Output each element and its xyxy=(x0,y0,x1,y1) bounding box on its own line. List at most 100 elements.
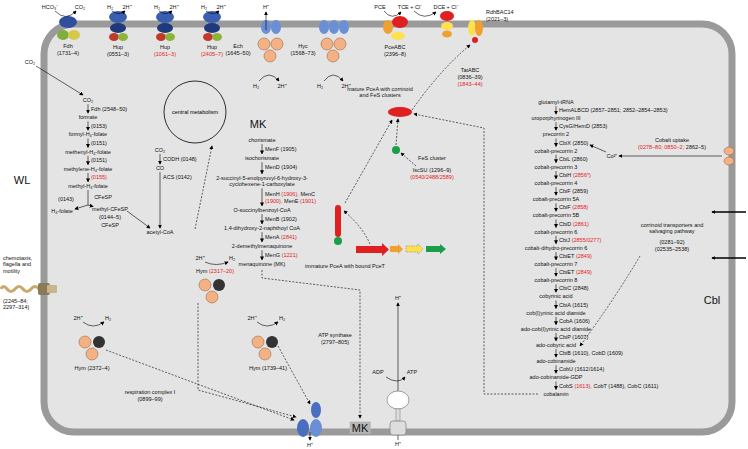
label: (0143) xyxy=(58,196,74,202)
pcea-maturation xyxy=(388,107,412,117)
label: H₂ xyxy=(105,315,111,321)
pathway-arrow xyxy=(88,121,89,130)
label-row: CbiD(2861) xyxy=(559,220,589,226)
label-row: H⁺ xyxy=(395,441,401,447)
cell xyxy=(44,24,732,432)
tat-complex xyxy=(468,20,476,36)
label: CysG/HemD (2853) xyxy=(559,123,607,129)
label-row: H₂ xyxy=(105,315,111,321)
label: cobalt-precorrin 5B xyxy=(533,212,579,218)
label-row: CbiET(2849) xyxy=(559,269,592,275)
label: 2H⁺ xyxy=(277,83,286,89)
label: cobalt-precorrin 3 xyxy=(535,164,578,170)
label: isochorismate xyxy=(245,155,279,161)
label-row: PCE xyxy=(374,4,385,10)
node-label: central metabolism xyxy=(163,80,227,144)
label: 1,4-dihydroxy-2-naphthoyl CoA xyxy=(224,225,300,231)
label-row: (2245–84; 2297–314) xyxy=(3,298,41,311)
label: methenyl-H₄-folate xyxy=(65,148,111,154)
label-row: (2405–7) xyxy=(201,51,223,57)
label-row: CO₂ xyxy=(75,4,85,10)
hup-complex xyxy=(204,23,220,33)
label-row: H⁺ xyxy=(307,442,313,448)
pceabc-complex xyxy=(384,11,401,16)
label: ado-cobinamide-GDP xyxy=(530,374,583,380)
pcea-maturation xyxy=(390,244,403,254)
label: HemALBCD (2857–2851; 2852–2854–2853) xyxy=(559,107,668,113)
label-row: CODH (0148) xyxy=(163,156,197,162)
gene-number: (2855/0277) xyxy=(572,237,602,243)
pathway-arrow xyxy=(556,317,557,325)
hup-complex xyxy=(109,33,119,41)
label-row: methyl-CFeSP xyxy=(92,206,128,212)
label-row: formate xyxy=(79,114,98,120)
label-row: (1645–50) xyxy=(225,50,250,56)
label-row: FeS cluster xyxy=(418,155,446,161)
label: cobalt-precorrin 5A xyxy=(533,196,579,202)
hup-complex xyxy=(156,11,174,23)
hym-complex xyxy=(83,262,310,420)
label-row: CbiA (1615) xyxy=(559,301,588,307)
label-row: (2021–3) xyxy=(486,16,508,22)
pathway-arrow xyxy=(88,104,89,113)
label: cobyrinic acid xyxy=(539,293,572,299)
hym-complex xyxy=(259,348,271,360)
pathway-arrow xyxy=(262,214,263,224)
label-row: ADP xyxy=(372,369,383,375)
label-row: Hyc xyxy=(298,43,307,49)
label-row: H₂ xyxy=(253,83,259,89)
cobalt-transport xyxy=(724,157,734,165)
gene-number: (2405–7) xyxy=(201,51,223,57)
label-row: 2-succinyl-5-enolpyruvyl-6-hydroxy-3-cyc… xyxy=(207,175,317,188)
label-row: MenD (1904) xyxy=(265,164,297,170)
pcea-maturation xyxy=(406,244,423,254)
label-row: 2H⁺ xyxy=(277,83,286,89)
label: Hym xyxy=(196,268,207,274)
hyc-complex xyxy=(319,20,329,34)
label: H₂ xyxy=(317,83,323,89)
hym-complex xyxy=(106,350,294,420)
pcea-maturation xyxy=(426,244,446,254)
hym-complex xyxy=(83,322,104,326)
label-row: Hup xyxy=(113,44,123,50)
label-row: precorrin 2 xyxy=(543,131,569,137)
complex-i xyxy=(311,402,321,418)
label: (1568–73) xyxy=(290,50,315,56)
label: CO₂ xyxy=(83,97,93,103)
wl-arrows xyxy=(160,154,161,164)
label-row: cobalt-precorrin 4 xyxy=(535,180,578,186)
label-row: H₂ xyxy=(154,4,160,10)
label-row: Co²⁺ xyxy=(607,153,618,159)
pathway-arrow xyxy=(262,188,263,206)
label: CbiL (2860) xyxy=(559,156,588,162)
fdh-complex xyxy=(68,30,80,40)
label-row: (1843–44) xyxy=(457,81,482,87)
label-row: RdhBAC14 xyxy=(486,9,514,15)
hym-complex xyxy=(205,262,228,265)
hym-complex xyxy=(257,322,278,326)
label-row: methylene-H₄-folate xyxy=(64,166,113,172)
gene-number: (1613), xyxy=(574,382,591,388)
label-row: H⁺ xyxy=(263,4,269,10)
label: CbiX (2850) xyxy=(559,139,588,145)
label: Hym xyxy=(249,365,260,371)
label-row: Cobalt uptake xyxy=(655,137,689,143)
label-row: (0836–39) xyxy=(457,74,482,80)
hym-complex xyxy=(213,279,225,291)
hup-complex xyxy=(109,11,127,23)
label: (0144–5) xyxy=(99,214,121,220)
pathway-arrow xyxy=(556,187,557,195)
hym-complex xyxy=(86,348,98,360)
label: 2H⁺ xyxy=(216,4,225,10)
label: CbiJ xyxy=(559,237,570,243)
label: (1645–50) xyxy=(225,50,250,56)
label: CbiET xyxy=(559,253,574,259)
label-row: corrinoid transporters and salvaging pat… xyxy=(636,222,708,235)
label: CobT (1488), CobC (1611) xyxy=(593,382,658,388)
pcea-maturation xyxy=(356,243,389,256)
label-row: IscSU(1296–9) xyxy=(413,167,451,173)
gene-number: (2861) xyxy=(573,220,589,226)
hym-complex xyxy=(93,336,105,348)
label-row: chorismate xyxy=(249,137,276,143)
